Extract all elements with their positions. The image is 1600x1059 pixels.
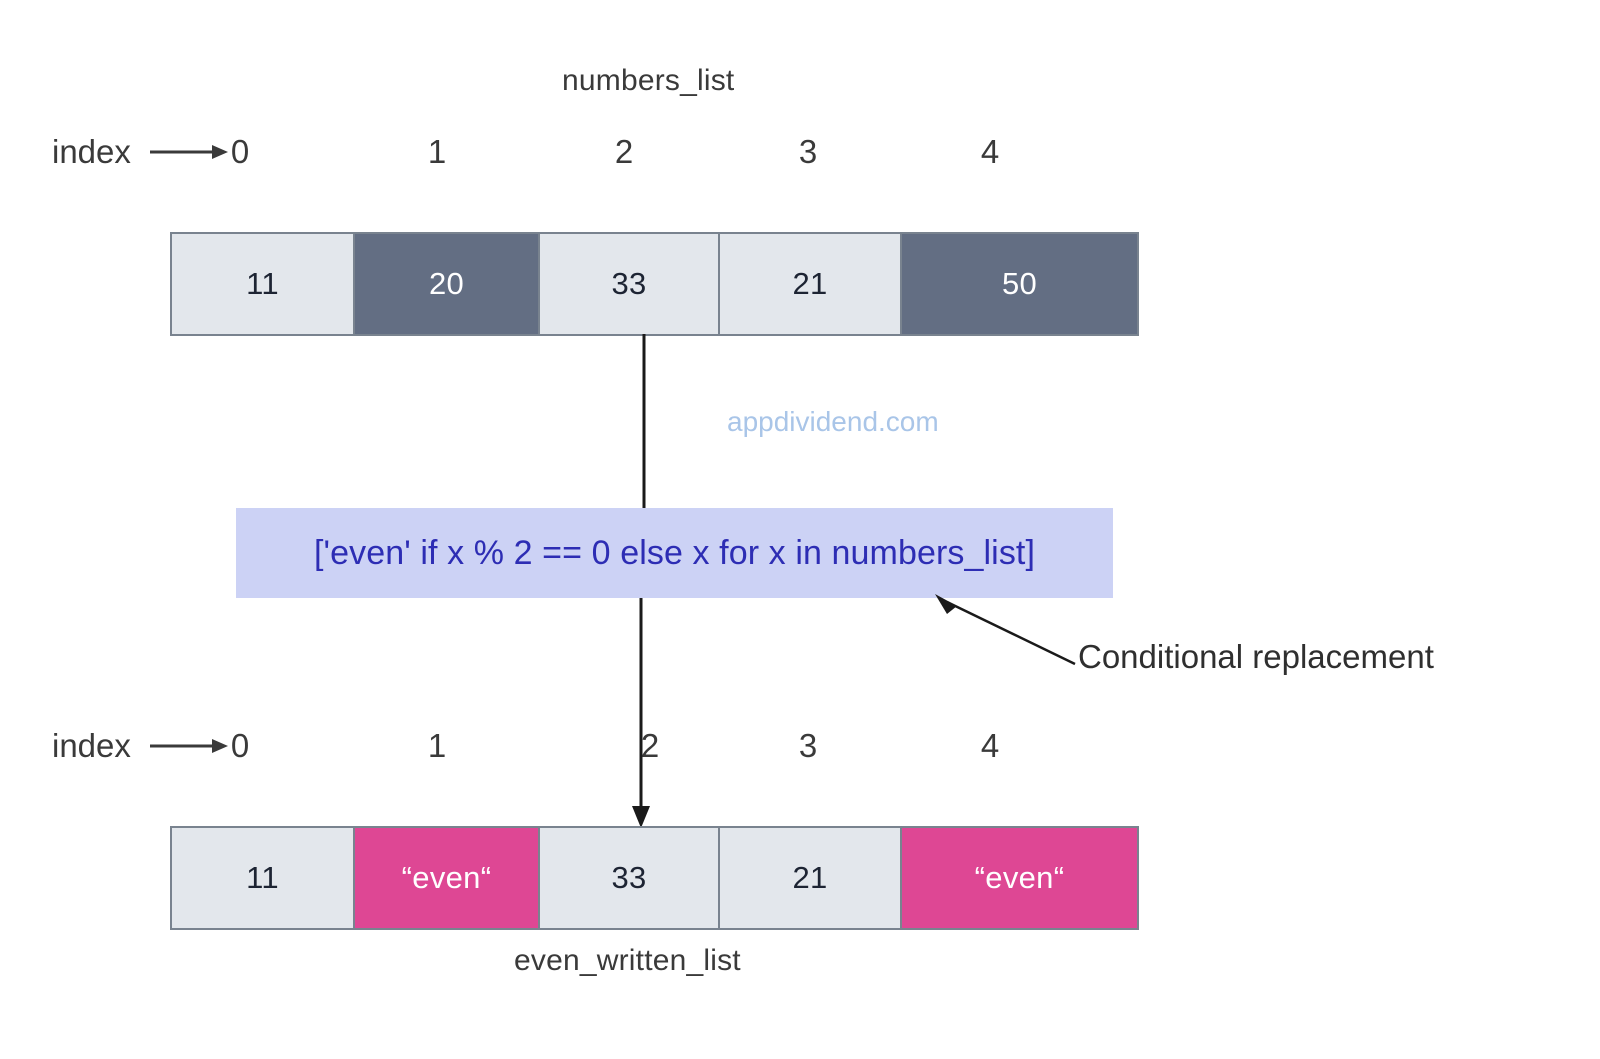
annotation-label: Conditional replacement xyxy=(1078,638,1434,675)
top-array: 11 20 33 21 50 xyxy=(170,232,1139,336)
bottom-index-label: index xyxy=(52,727,131,764)
bottom-index-4: 4 xyxy=(980,727,1000,764)
top-index-3: 3 xyxy=(798,133,818,170)
connector-expression-to-result xyxy=(632,598,650,828)
bottom-list-title: even_written_list xyxy=(514,944,741,977)
bottom-array: 11 “even“ 33 21 “even“ xyxy=(170,826,1139,930)
bottom-index-3: 3 xyxy=(798,727,818,764)
expression-box: ['even' if x % 2 == 0 else x for x in nu… xyxy=(236,508,1113,598)
top-index-4: 4 xyxy=(980,133,1000,170)
top-list-title: numbers_list xyxy=(562,64,735,97)
top-index-1: 1 xyxy=(427,133,447,170)
top-index-0: 0 xyxy=(230,133,250,170)
bottom-index-1: 1 xyxy=(427,727,447,764)
expression-text: ['even' if x % 2 == 0 else x for x in nu… xyxy=(313,533,1036,572)
top-cell-4: 50 xyxy=(902,234,1137,334)
top-cell-3: 21 xyxy=(720,234,902,334)
connector-array-to-expression xyxy=(642,334,646,522)
bottom-index-0: 0 xyxy=(230,727,250,764)
bottom-index-arrow-icon xyxy=(150,739,228,753)
annotation-arrow-icon xyxy=(935,594,1076,666)
top-index-arrow-icon xyxy=(150,145,228,159)
top-cell-2: 33 xyxy=(540,234,720,334)
top-cell-1: 20 xyxy=(355,234,540,334)
top-index-2: 2 xyxy=(614,133,634,170)
bottom-cell-1: “even“ xyxy=(355,828,540,928)
bottom-cell-2: 33 xyxy=(540,828,720,928)
top-cell-0: 11 xyxy=(172,234,355,334)
bottom-cell-0: 11 xyxy=(172,828,355,928)
bottom-cell-4: “even“ xyxy=(902,828,1137,928)
bottom-index-2: 2 xyxy=(640,727,660,764)
top-index-label: index xyxy=(52,133,131,170)
bottom-cell-3: 21 xyxy=(720,828,902,928)
watermark: appdividend.com xyxy=(727,406,939,437)
